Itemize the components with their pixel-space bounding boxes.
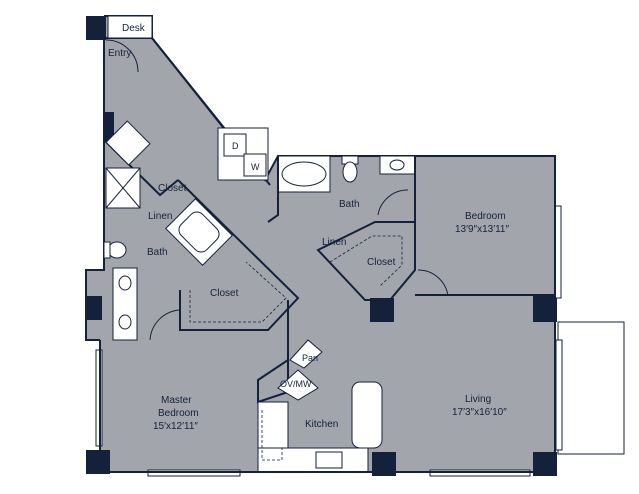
- entry-closet-box: [105, 120, 151, 166]
- sink-left-2: [118, 314, 132, 330]
- ovmw-box: [277, 369, 319, 401]
- closet-door-master: [149, 309, 181, 341]
- pantry-box: [289, 339, 323, 369]
- pillar-top: [86, 16, 106, 40]
- label-kitchen: Kitchen: [305, 419, 338, 430]
- bedroom-door: [417, 269, 449, 297]
- entry-door: [105, 39, 139, 73]
- pillar-mid: [370, 298, 394, 322]
- tub-right: [277, 155, 331, 193]
- label-linen-left: Linen: [148, 211, 172, 222]
- label-entry: Entry: [108, 48, 131, 59]
- label-bedroom-size: 13′9″x13′11″: [455, 224, 509, 235]
- pillar-right-mid: [533, 296, 557, 322]
- desk: [107, 15, 153, 39]
- closet-rod-master: [189, 261, 287, 323]
- bath-door: [377, 189, 409, 216]
- pillar-left-small: [104, 112, 114, 142]
- pillar-left: [86, 296, 102, 320]
- label-pantry: Pan: [302, 353, 318, 363]
- closet-rod-right: [329, 235, 403, 287]
- island: [351, 381, 383, 449]
- pillar-bottom-left: [86, 450, 110, 474]
- diagonal-wall-closet: [177, 179, 300, 331]
- label-washer: W: [251, 162, 260, 172]
- label-ovmw: OV/MW: [280, 379, 312, 389]
- counter-bottom: [257, 447, 369, 473]
- toilet-left: [107, 241, 127, 259]
- label-master-size: 15′x12′11″: [153, 421, 198, 432]
- sink-left-1: [118, 275, 132, 291]
- label-bedroom: Bedroom: [465, 211, 506, 222]
- label-bath-left: Bath: [147, 247, 168, 258]
- label-dryer: D: [232, 141, 239, 151]
- lower-floor: [100, 300, 555, 472]
- label-master-1: Master: [161, 395, 192, 406]
- label-closet-right: Closet: [367, 257, 396, 268]
- outer-walls: [99, 16, 556, 473]
- label-desk: Desk: [122, 23, 146, 34]
- label-master-2: Bedroom: [158, 408, 199, 419]
- label-bath-right: Bath: [339, 199, 360, 210]
- balcony: [557, 321, 625, 455]
- tub-left: [165, 198, 233, 266]
- label-closet-master: Closet: [210, 288, 239, 299]
- label-living-size: 17′3″x16′10″: [452, 407, 507, 418]
- toilet-right: [342, 161, 358, 183]
- label-living: Living: [465, 394, 491, 405]
- label-closet-entry: Closet: [158, 183, 187, 194]
- label-linen-right: Linen: [322, 237, 346, 248]
